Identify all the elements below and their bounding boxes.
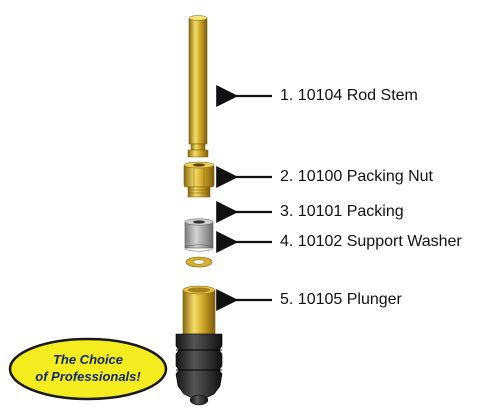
- plunger-part: [175, 285, 223, 406]
- badge-line-1: The Choice: [53, 352, 123, 367]
- packing-nut-part: [183, 161, 215, 198]
- rod-stem-part: [187, 15, 209, 158]
- part-label-rod-stem: 1. 10104 Rod Stem: [280, 87, 418, 104]
- part-label-support-washer: 4. 10102 Support Washer: [280, 233, 462, 250]
- part-label-packing: 3. 10101 Packing: [280, 203, 404, 220]
- brass-ring-washer-part: [185, 256, 213, 268]
- badge-line-2: of Professionals!: [35, 369, 141, 384]
- part-label-plunger: 5. 10105 Plunger: [280, 291, 402, 308]
- support-washer-part: [184, 218, 214, 252]
- choice-of-professionals-badge: The Choice of Professionals!: [8, 337, 168, 401]
- part-label-packing-nut: 2. 10100 Packing Nut: [280, 168, 433, 185]
